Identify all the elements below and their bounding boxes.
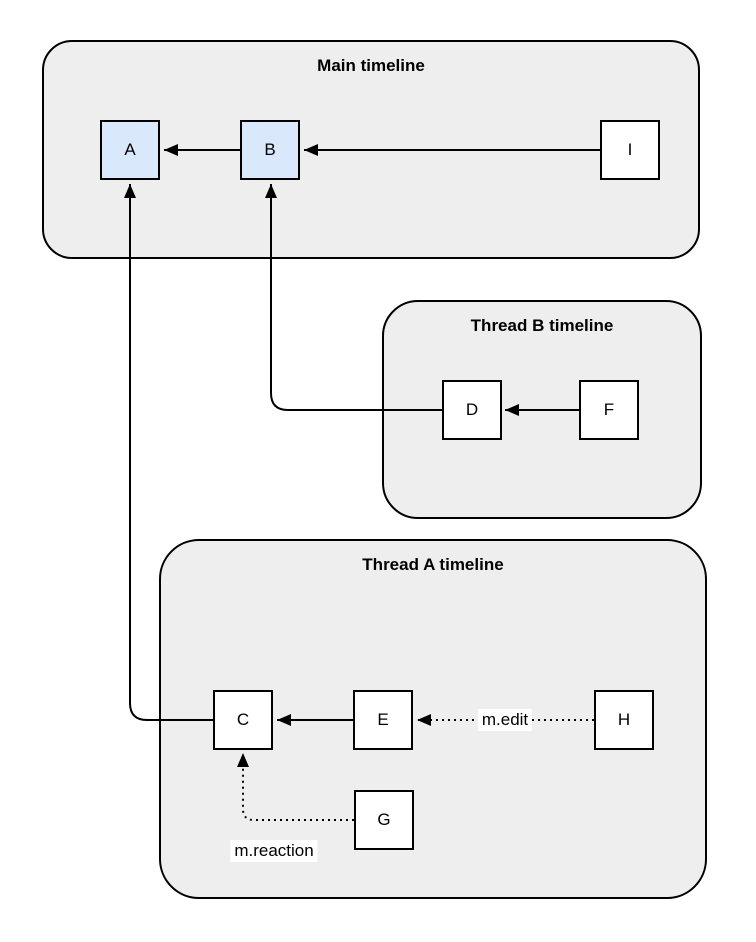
node-label: B xyxy=(264,140,276,159)
node-label: C xyxy=(236,710,250,729)
node-c: C xyxy=(213,690,273,750)
node-label: F xyxy=(603,400,615,419)
node-i: I xyxy=(600,120,660,180)
edge-label-m-reaction: m.reaction xyxy=(230,840,318,862)
node-f: F xyxy=(579,380,639,440)
container-title: Thread B timeline xyxy=(470,316,614,335)
node-label: E xyxy=(377,710,389,729)
edge-label-m-edit: m.edit xyxy=(477,709,533,731)
node-label: D xyxy=(465,400,479,419)
container-title: Main timeline xyxy=(317,56,425,75)
node-label: A xyxy=(124,140,136,159)
node-b: B xyxy=(240,120,300,180)
container-title: Thread A timeline xyxy=(362,555,504,574)
node-h: H xyxy=(594,690,654,750)
node-a: A xyxy=(100,120,160,180)
node-label: I xyxy=(627,140,633,159)
node-label: H xyxy=(617,710,631,729)
container-thread-b-timeline: Thread B timeline xyxy=(382,300,702,519)
node-e: E xyxy=(353,690,413,750)
node-d: D xyxy=(442,380,502,440)
node-g: G xyxy=(354,790,414,850)
node-label: G xyxy=(377,810,391,829)
